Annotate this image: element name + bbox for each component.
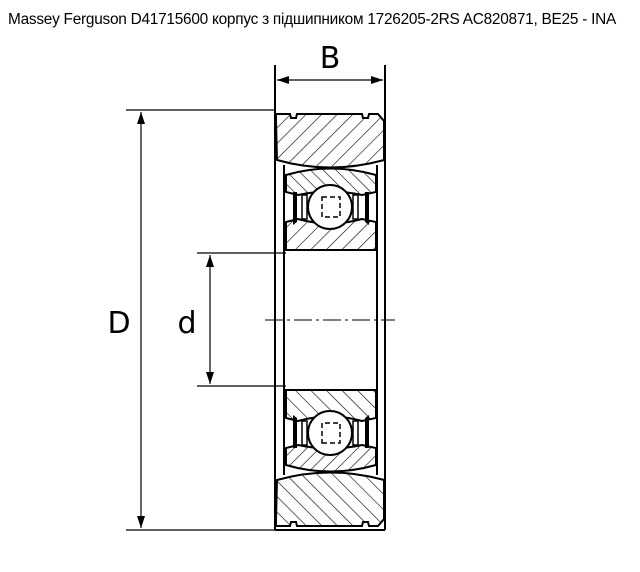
label-d-outer: D <box>107 306 130 341</box>
label-b: B <box>320 41 341 76</box>
dimension-inner-diameter: d <box>177 252 286 387</box>
bearing-section-bottom <box>275 389 385 527</box>
dimension-b: B <box>277 41 383 84</box>
page-title: Massey Ferguson D41715600 корпус з підши… <box>8 11 617 28</box>
dimension-outer-diameter: D <box>107 109 275 531</box>
label-d-inner: d <box>177 306 196 341</box>
bearing-section-top <box>275 113 385 251</box>
